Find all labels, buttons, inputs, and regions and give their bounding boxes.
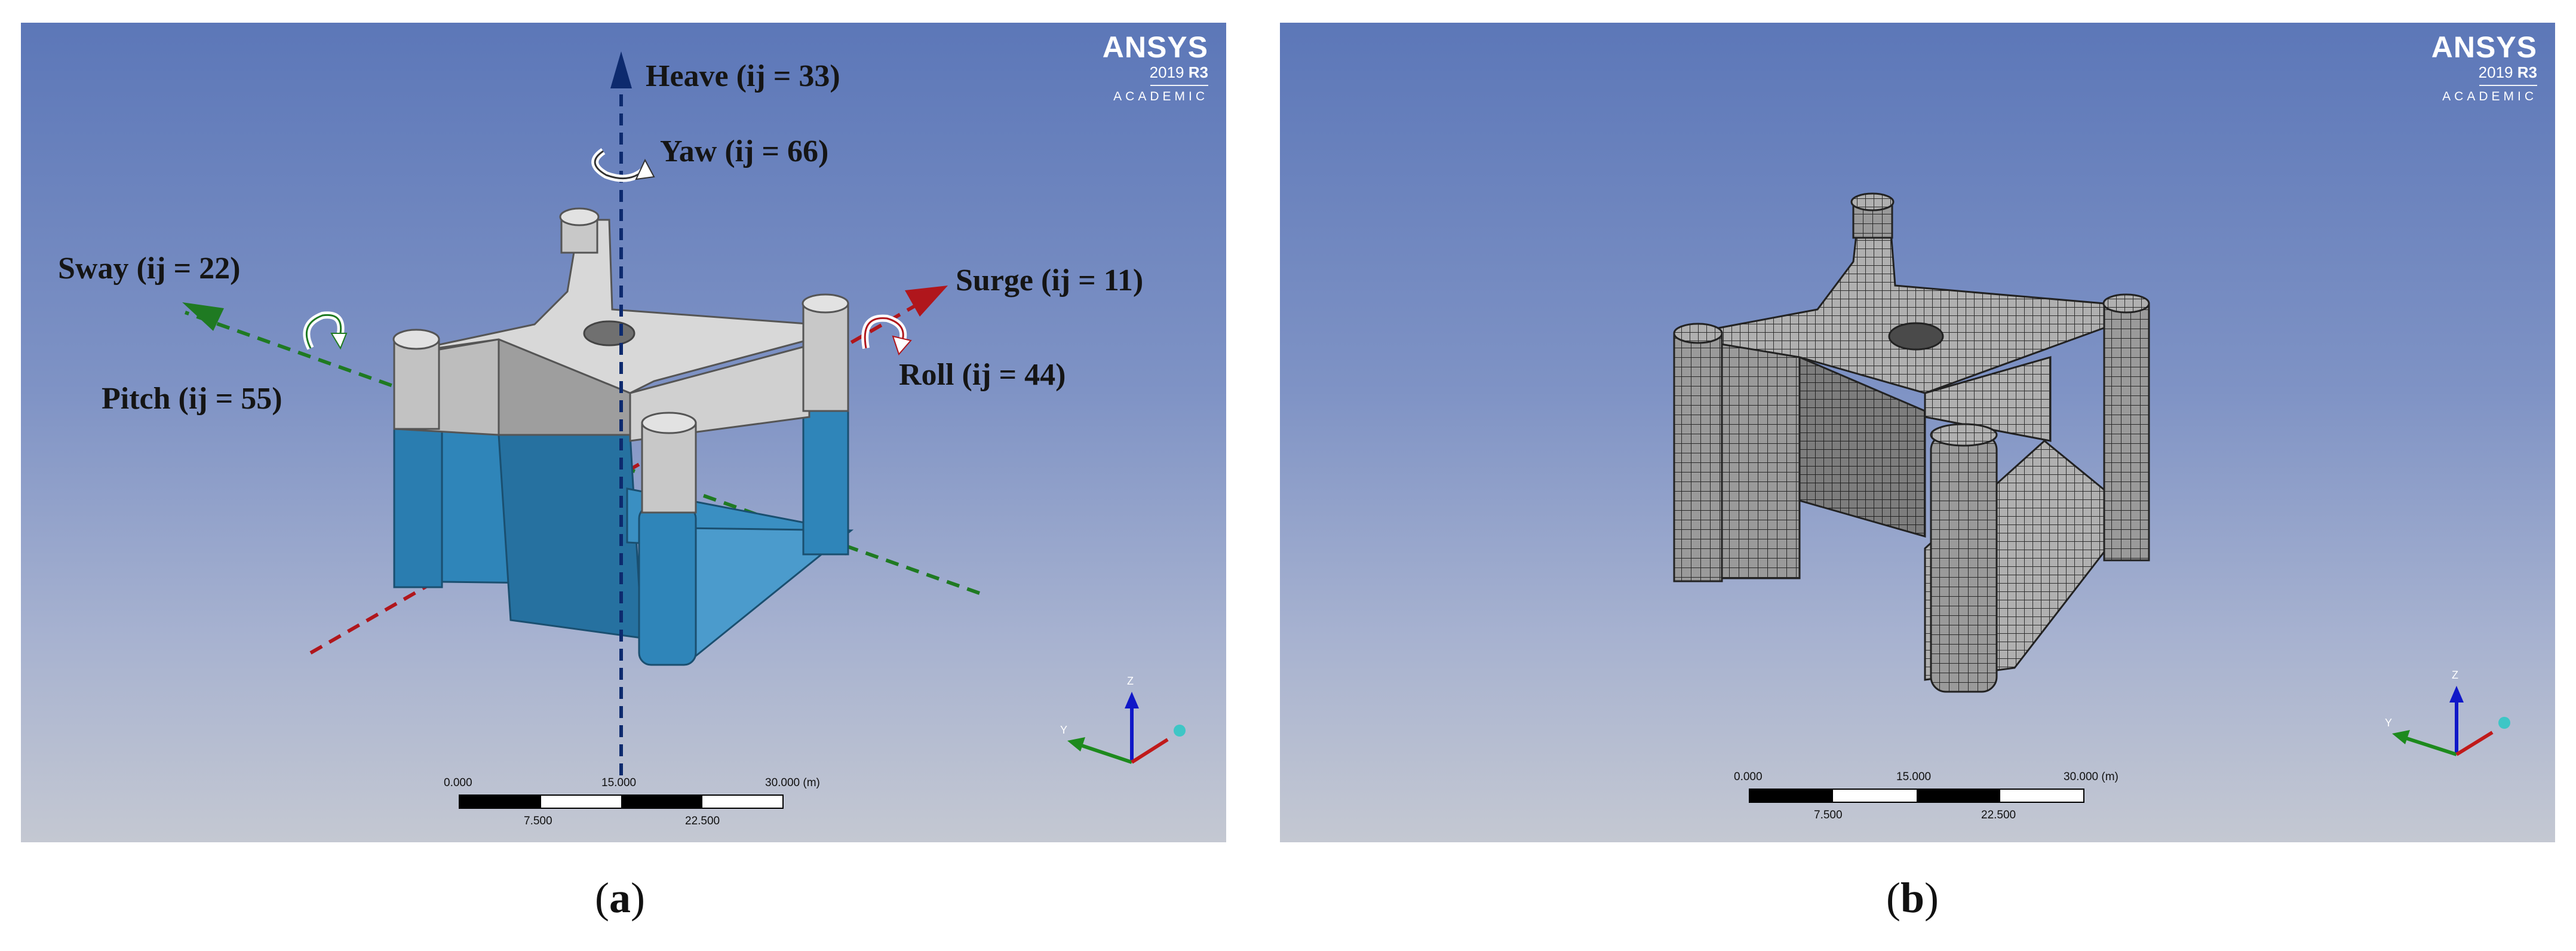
logo-name: ANSYS [2431,30,2537,64]
axis-triad [2392,686,2510,756]
logo-edition: ACADEMIC [1113,90,1208,103]
yaw-rotation-icon [591,148,655,182]
heave-arrowhead [610,51,632,88]
triad-y-label: Y [2385,717,2393,729]
logo-edition: ACADEMIC [2442,90,2537,103]
logo-version: 2019 [1149,63,1184,81]
geometry-viewport[interactable]: ANSYS 2019 R3 ACADEMIC Heave (ij = 33) Y… [21,23,1226,842]
platform-mesh [1673,192,2510,803]
scale-bar [459,794,784,809]
triad-z-label: Z [2452,669,2458,681]
pitch-label: Pitch (ij = 55) [102,382,283,416]
ansys-logo: ANSYS 2019 R3 ACADEMIC [1103,31,1208,104]
caption-a: (a) [595,874,645,922]
caption-b-letter: b [1900,874,1925,922]
roll-label: Roll (ij = 44) [899,358,1066,392]
logo-divider [1150,85,1208,86]
meshed-platform [1673,192,2150,693]
scale-label-30: 30.000 (m) [765,777,820,789]
scale-label-15: 15.000 [1896,771,1932,783]
surge-axis [309,293,936,655]
sway-label: Sway (ij = 22) [58,251,241,286]
submerged-hull [393,410,854,666]
logo-divider [2479,85,2537,86]
scale-label-15: 15.000 [601,777,637,789]
axis-triad [1067,692,1186,764]
sway-arrowhead [182,302,224,331]
scale-label-0: 0.000 [1734,771,1763,783]
caption-a-letter: a [609,874,631,922]
logo-version: 2019 [2478,63,2513,81]
logo-name: ANSYS [1102,30,1208,64]
surge-label: Surge (ij = 11) [956,263,1144,297]
caption-b: (b) [1886,874,1939,922]
platform-geometry [182,51,1186,809]
scale-label-30: 30.000 (m) [2064,771,2118,783]
deck-structure [392,207,849,514]
scale-label-22-5: 22.500 [685,815,720,827]
scale-label-0: 0.000 [444,777,472,789]
scale-bar [1749,789,2084,803]
triad-y-label: Y [1060,724,1068,736]
scale-label-7-5: 7.500 [524,815,552,827]
yaw-label: Yaw (ij = 66) [660,134,829,168]
scale-label-7-5: 7.500 [1814,809,1843,821]
pitch-rotation-icon [303,311,348,350]
roll-rotation-icon [861,314,912,355]
triad-z-label: Z [1127,675,1134,687]
mesh-viewport[interactable]: ANSYS 2019 R3 ACADEMIC 0.000 15.000 30.0… [1280,23,2555,842]
ansys-logo: ANSYS 2019 R3 ACADEMIC [2431,31,2537,104]
logo-release: R3 [2517,63,2537,81]
surge-arrowhead [905,286,948,317]
heave-label: Heave (ij = 33) [646,59,840,93]
scale-label-22-5: 22.500 [1981,809,2016,821]
logo-release: R3 [1188,63,1208,81]
